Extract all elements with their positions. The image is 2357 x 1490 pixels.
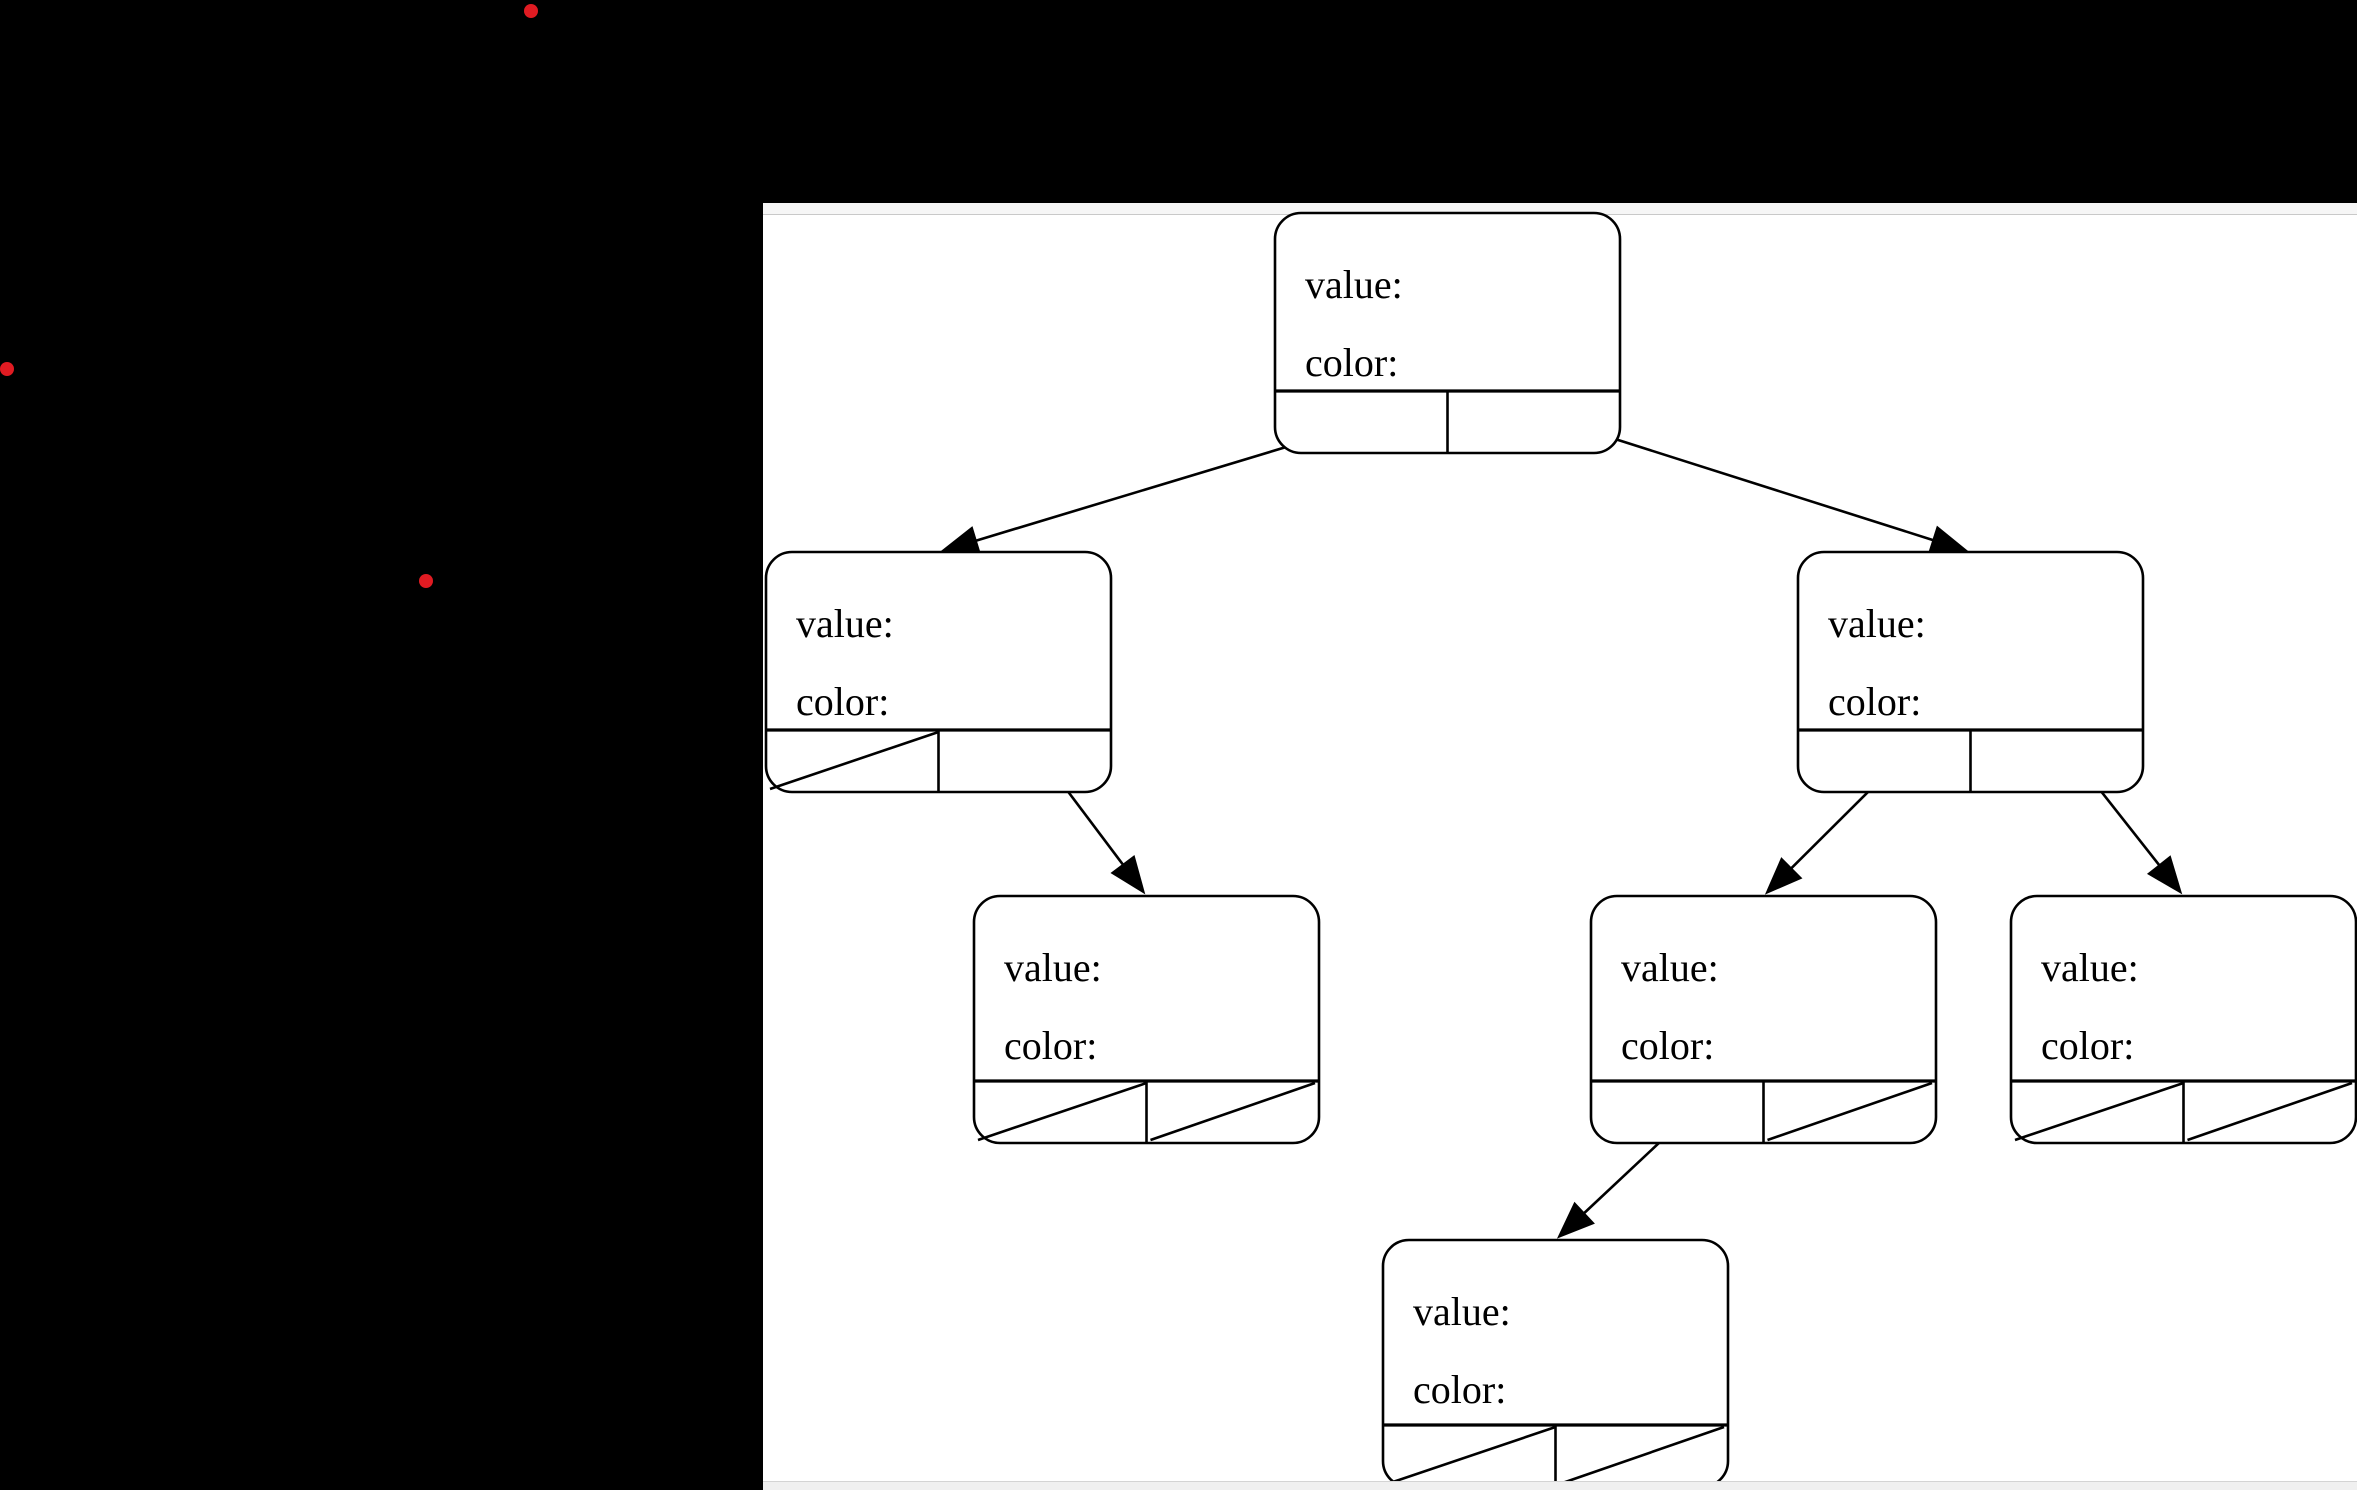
marker-dot-left (0, 362, 14, 376)
tree-node-right-left-left-right-null-slash (1559, 1425, 1725, 1486)
tree-node-right-left-right-null-slash (1767, 1081, 1933, 1142)
tree-node-right-left-left-value-label: value: (1413, 1289, 1511, 1334)
tree-node-right-right-value-label: value: (2041, 945, 2139, 990)
canvas-bottom-strip (763, 1481, 2357, 1490)
binary-tree-diagram: value:color:value:color:value:color:valu… (764, 211, 2357, 1489)
edge-root-to-right-arrowhead (1927, 525, 1969, 555)
node-layer: value:color:value:color:value:color:valu… (764, 211, 2357, 1489)
tree-node-right-left: value: color: (1589, 894, 1938, 1145)
tree-node-right-right-left-null-slash (2014, 1081, 2184, 1142)
tree-node-right-left-color-label: color: (1621, 1023, 1714, 1068)
tree-node-left-left-null-slash (769, 730, 939, 791)
tree-node-right-left-left-color-label: color: (1413, 1367, 1506, 1412)
tree-node-left-right-right-null-slash (1150, 1081, 1316, 1142)
tree-node-right: value: color: (1796, 550, 2145, 794)
marker-dot-middle (419, 574, 433, 588)
tree-node-root-value-label: value: (1305, 262, 1403, 307)
tree-node-right-left-value-label: value: (1621, 945, 1719, 990)
edge-left-to-right-child-arrowhead (1110, 855, 1146, 895)
edge-right-to-left-child-arrowhead (1764, 857, 1803, 895)
tree-node-left-color-label: color: (796, 679, 889, 724)
tree-node-right-value-label: value: (1828, 601, 1926, 646)
tree-node-left-right-left-null-slash (977, 1081, 1147, 1142)
tree-node-right-left-left-left-null-slash (1386, 1425, 1556, 1486)
tree-node-left-value-label: value: (796, 601, 894, 646)
edge-rl-to-left-child-arrowhead (1556, 1201, 1595, 1239)
tree-node-right-right-color-label: color: (2041, 1023, 2134, 1068)
marker-dot-top (524, 4, 538, 18)
diagram-canvas-panel: value:color:value:color:value:color:valu… (763, 203, 2357, 1490)
tree-node-right-right: value: color: (2009, 894, 2357, 1145)
tree-node-left: value: color: (764, 550, 1113, 794)
tree-node-left-right: value: color: (972, 894, 1321, 1145)
tree-node-root: value: color: (1273, 211, 1622, 455)
tree-node-right-right-right-null-slash (2187, 1081, 2353, 1142)
edge-right-to-right-child-arrowhead (2146, 855, 2183, 895)
tree-node-left-right-value-label: value: (1004, 945, 1102, 990)
tree-node-right-color-label: color: (1828, 679, 1921, 724)
tree-node-left-right-color-label: color: (1004, 1023, 1097, 1068)
edge-root-to-left-arrowhead (940, 526, 982, 555)
tree-node-root-color-label: color: (1305, 340, 1398, 385)
tree-node-right-left-left: value: color: (1381, 1238, 1730, 1489)
